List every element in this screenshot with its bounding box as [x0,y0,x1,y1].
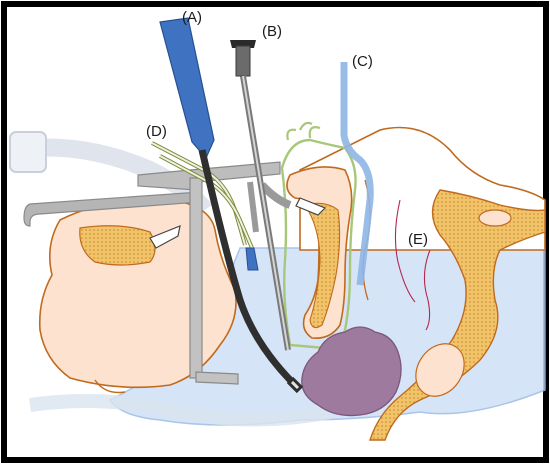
label-e: (E) [408,231,428,248]
mandible-bone [80,226,155,265]
label-d: (D) [146,123,167,140]
label-a: (A) [182,9,202,26]
lower-face-profile [40,199,236,387]
label-c: (C) [352,53,373,70]
label-b: (B) [262,23,282,40]
sinus-cavity-a [479,210,511,226]
tube-connector [10,132,46,172]
